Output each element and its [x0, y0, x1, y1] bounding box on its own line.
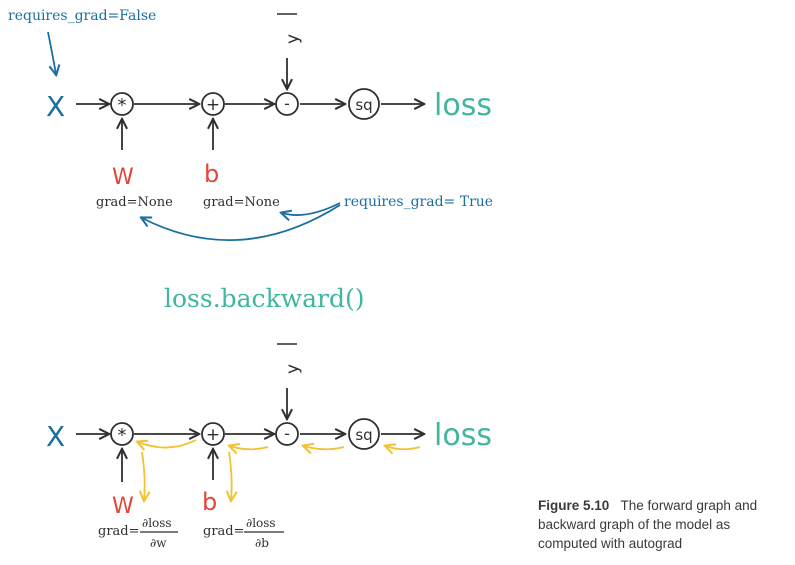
sq-node-2	[348, 418, 380, 450]
add-node-2	[201, 422, 225, 446]
backward-call-label: loss.backward()	[164, 284, 364, 313]
grad-arrow-sq-sub	[304, 446, 345, 449]
mul-node	[110, 92, 134, 116]
b-param: b	[204, 160, 219, 188]
grad-arrow-sub-add	[230, 446, 269, 449]
add-symbol-2: +	[206, 425, 220, 445]
w-grad-prefix: grad=	[98, 524, 140, 539]
ybar-node-2: y	[283, 364, 303, 374]
w-param-2: W	[112, 494, 134, 519]
add-node	[201, 92, 225, 116]
sub-symbol-2: -	[284, 424, 290, 443]
mul-symbol-2: *	[118, 425, 127, 446]
mul-symbol: *	[118, 95, 127, 116]
w-param: W	[112, 165, 134, 190]
requires-grad-true-label: requires_grad= True	[344, 194, 493, 210]
requires-grad-arrow-w	[142, 204, 341, 241]
forward-graph: requires_grad=False X * + - y sq loss W …	[8, 8, 493, 241]
sub-node-2	[275, 422, 299, 446]
b-param-2: b	[202, 488, 217, 516]
figure-caption: Figure 5.10 The forward graph and backwa…	[538, 496, 793, 553]
b-grad-denominator: ∂b	[255, 536, 269, 550]
grad-arrow-add-mul	[138, 439, 197, 448]
requires-grad-false-arrow	[47, 31, 56, 74]
sq-label-2: sq	[355, 426, 372, 444]
loss-node: loss	[434, 88, 492, 123]
ybar-node: y	[283, 34, 303, 44]
requires-grad-false-label: requires_grad=False	[8, 8, 156, 24]
figure-number: Figure 5.10	[538, 498, 610, 513]
grad-arrow-mul-w	[142, 451, 145, 500]
w-grad-numerator: ∂loss	[142, 516, 172, 530]
sub-symbol: -	[284, 94, 290, 113]
sub-node	[275, 92, 299, 116]
w-grad-label: grad=None	[96, 195, 173, 210]
b-grad-label: grad=None	[203, 195, 280, 210]
figure-caption-text: The forward graph and backward graph of …	[538, 498, 758, 551]
w-grad-denominator: ∂w	[150, 536, 167, 550]
add-symbol: +	[206, 95, 220, 115]
sq-label: sq	[355, 96, 372, 114]
loss-node-2: loss	[434, 418, 492, 453]
requires-grad-arrow-b	[282, 202, 341, 215]
x-node: X	[46, 90, 65, 123]
grad-arrow-loss-sq	[386, 446, 421, 449]
b-grad-numerator: ∂loss	[246, 516, 276, 530]
b-grad-prefix: grad=	[203, 524, 245, 539]
mul-node-2	[110, 422, 134, 446]
grad-arrow-add-b	[229, 451, 232, 500]
sq-node	[348, 88, 380, 120]
x-node-2: X	[46, 420, 65, 453]
backward-graph: X * + - y sq loss W b grad= ∂loss ∂w	[46, 343, 492, 550]
